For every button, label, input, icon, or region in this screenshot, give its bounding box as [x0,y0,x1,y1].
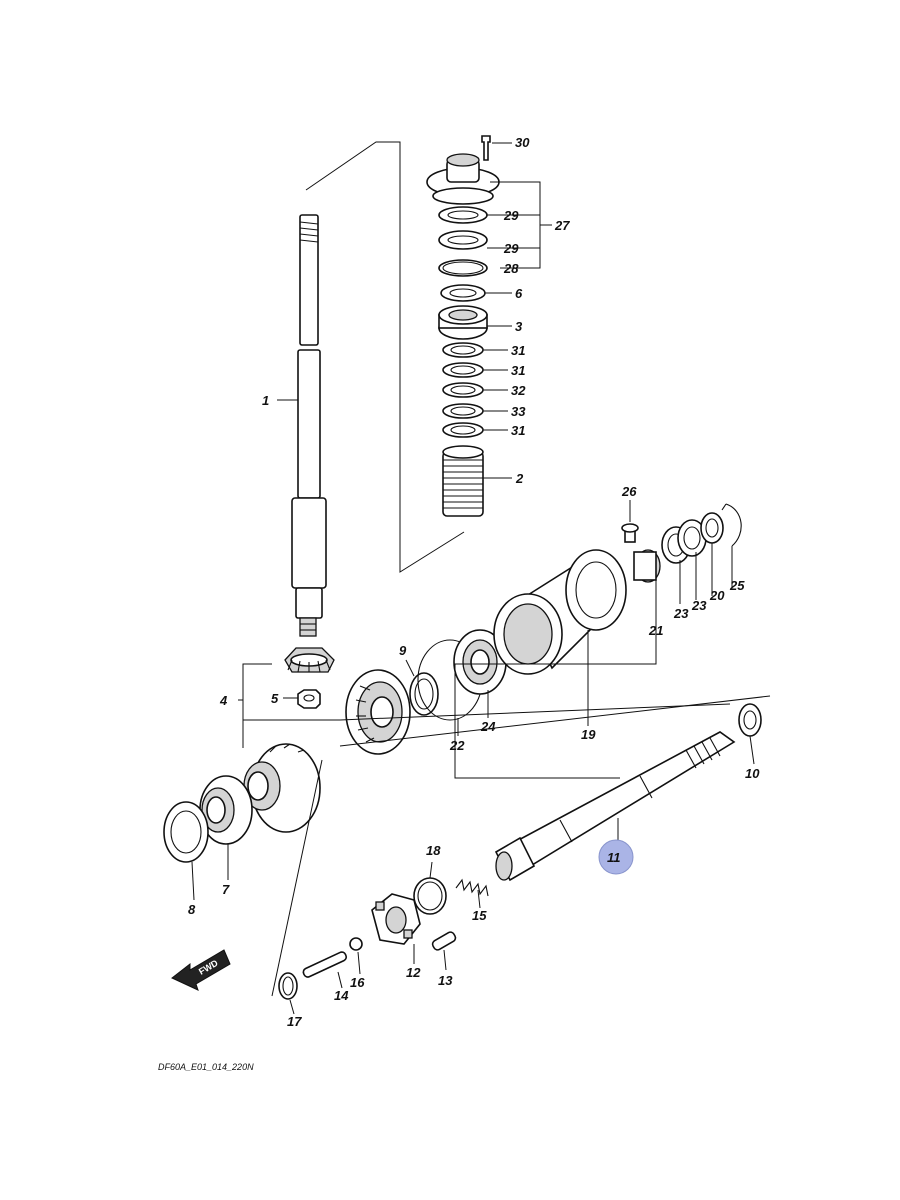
label-9: 9 [399,643,407,658]
shaft-leaders [617,735,755,842]
label-2: 2 [515,471,524,486]
bearing-7 [199,775,253,845]
label-23b: 23 [691,598,707,613]
cross-pin-13 [431,931,457,951]
label-14: 14 [334,988,349,1003]
propeller-shaft [494,731,736,882]
label-33: 33 [511,404,526,419]
label-31a: 31 [511,343,525,358]
bearing-housing [493,549,627,675]
label-20: 20 [709,588,725,603]
pinion-nut [297,689,321,709]
label-19: 19 [581,727,596,742]
label-13: 13 [438,973,453,988]
needle-bearing-21 [633,549,661,583]
seals-23 [661,519,707,564]
highlight-marker [598,839,634,875]
label-15: 15 [472,908,487,923]
label-18: 18 [426,843,441,858]
reverse-gear [243,743,321,833]
label-31c: 31 [511,423,525,438]
pinion-bracket [238,663,340,721]
label-10: 10 [745,766,760,781]
clutch-ring-18 [413,877,447,915]
pinion-gear [284,647,335,673]
label-22: 22 [449,738,465,753]
label-32: 32 [511,383,526,398]
label-29a: 29 [503,208,519,223]
label-31b: 31 [511,363,525,378]
label-5: 5 [271,691,279,706]
push-rod-14 [302,951,348,978]
diagram-code: DF60A_E01_014_220N [158,1062,254,1072]
label-29b: 29 [503,241,519,256]
fwd-arrow: FWD [171,949,231,991]
snap-ring-17 [278,972,298,1000]
label-3: 3 [515,319,523,334]
label-23a: 23 [673,606,689,621]
clutch-dog [371,893,421,945]
label-24: 24 [480,719,496,734]
label-30: 30 [515,135,530,150]
label-17: 17 [287,1014,302,1029]
stack-leaders [277,142,552,479]
clutch-leaders [289,861,481,1015]
label-16a: 16 [350,975,365,990]
label-25: 25 [729,578,745,593]
label-26: 26 [621,484,637,499]
label-7: 7 [222,882,230,897]
label-11: 11 [607,850,621,865]
label-28: 28 [503,261,519,276]
label-1: 1 [262,393,269,408]
thrust-washer-10 [738,703,762,737]
part-labels: 30 29 27 29 28 6 3 31 31 32 33 31 2 1 26… [188,135,760,1029]
assembly-bracket-1 [305,141,465,573]
forward-gear [345,669,411,755]
drive-shaft [291,214,327,637]
reverse-leaders [191,720,323,997]
bolt-26 [621,523,639,543]
spring-15 [455,878,489,897]
label-6: 6 [515,286,523,301]
housing-leaders [339,500,771,779]
shim-8 [163,801,209,863]
label-27: 27 [554,218,570,233]
snap-ring-25 [721,503,742,547]
washer-20 [700,512,724,544]
label-21: 21 [648,623,663,638]
shim-ring [409,672,439,716]
label-8: 8 [188,902,196,917]
ball-16 [349,937,363,951]
label-12: 12 [406,965,421,980]
label-4: 4 [219,693,228,708]
